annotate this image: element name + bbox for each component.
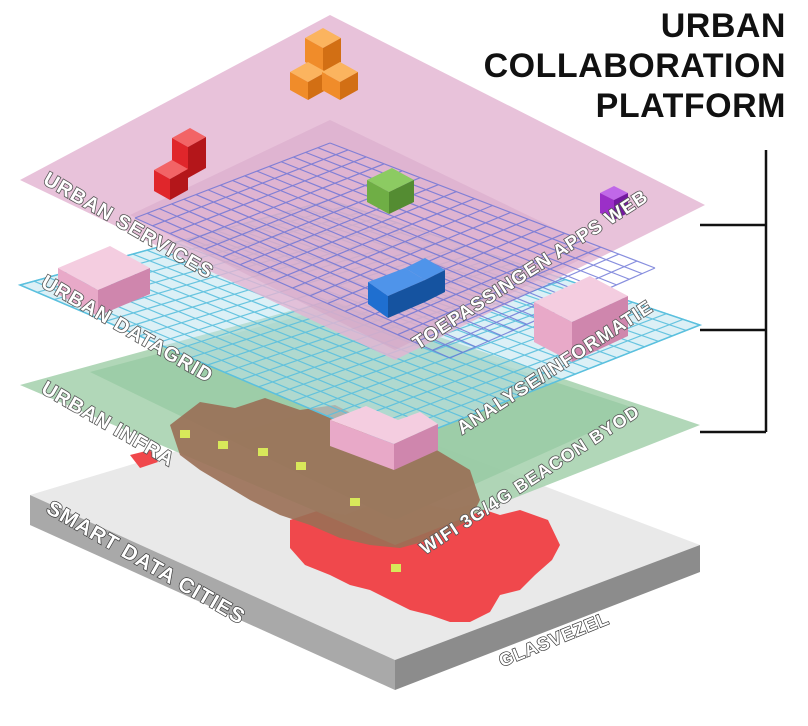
orange-blocks xyxy=(290,28,358,100)
grid-line xyxy=(379,239,584,328)
platform-bracket xyxy=(700,150,768,434)
grid-line xyxy=(274,198,475,281)
platform-title: URBAN COLLABORATION PLATFORM xyxy=(484,6,786,126)
grid-line xyxy=(134,142,331,219)
pink-block-right xyxy=(534,276,628,362)
sensor-marker xyxy=(218,441,228,449)
green-block xyxy=(367,168,414,214)
grid-line xyxy=(292,204,493,289)
city-map-red-tip xyxy=(130,450,158,468)
purple-block xyxy=(600,186,628,220)
red-block xyxy=(154,128,206,200)
grid-line xyxy=(397,246,602,336)
services-grid-lines xyxy=(134,142,656,359)
sensor-marker xyxy=(296,462,306,470)
pink-block-center xyxy=(330,406,438,470)
sensor-marker xyxy=(350,498,360,506)
pink-block-left xyxy=(58,246,150,316)
grid-line xyxy=(169,156,367,235)
sensor-marker xyxy=(391,564,401,572)
sensor-marker xyxy=(180,430,190,438)
grid-line xyxy=(414,253,620,343)
title-line-3: PLATFORM xyxy=(595,87,786,125)
base-right-side xyxy=(395,545,700,690)
grid-line xyxy=(187,163,385,242)
grid-line xyxy=(309,211,511,297)
title-line-1: URBAN xyxy=(660,7,786,45)
base-left-side xyxy=(30,495,395,690)
grid-line xyxy=(257,191,457,274)
blue-block xyxy=(368,258,445,318)
title-line-2: COLLABORATION xyxy=(483,47,786,85)
sensor-marker xyxy=(258,448,268,456)
grid-line xyxy=(152,149,349,227)
services-layer xyxy=(20,15,705,360)
services-plane xyxy=(20,15,705,360)
